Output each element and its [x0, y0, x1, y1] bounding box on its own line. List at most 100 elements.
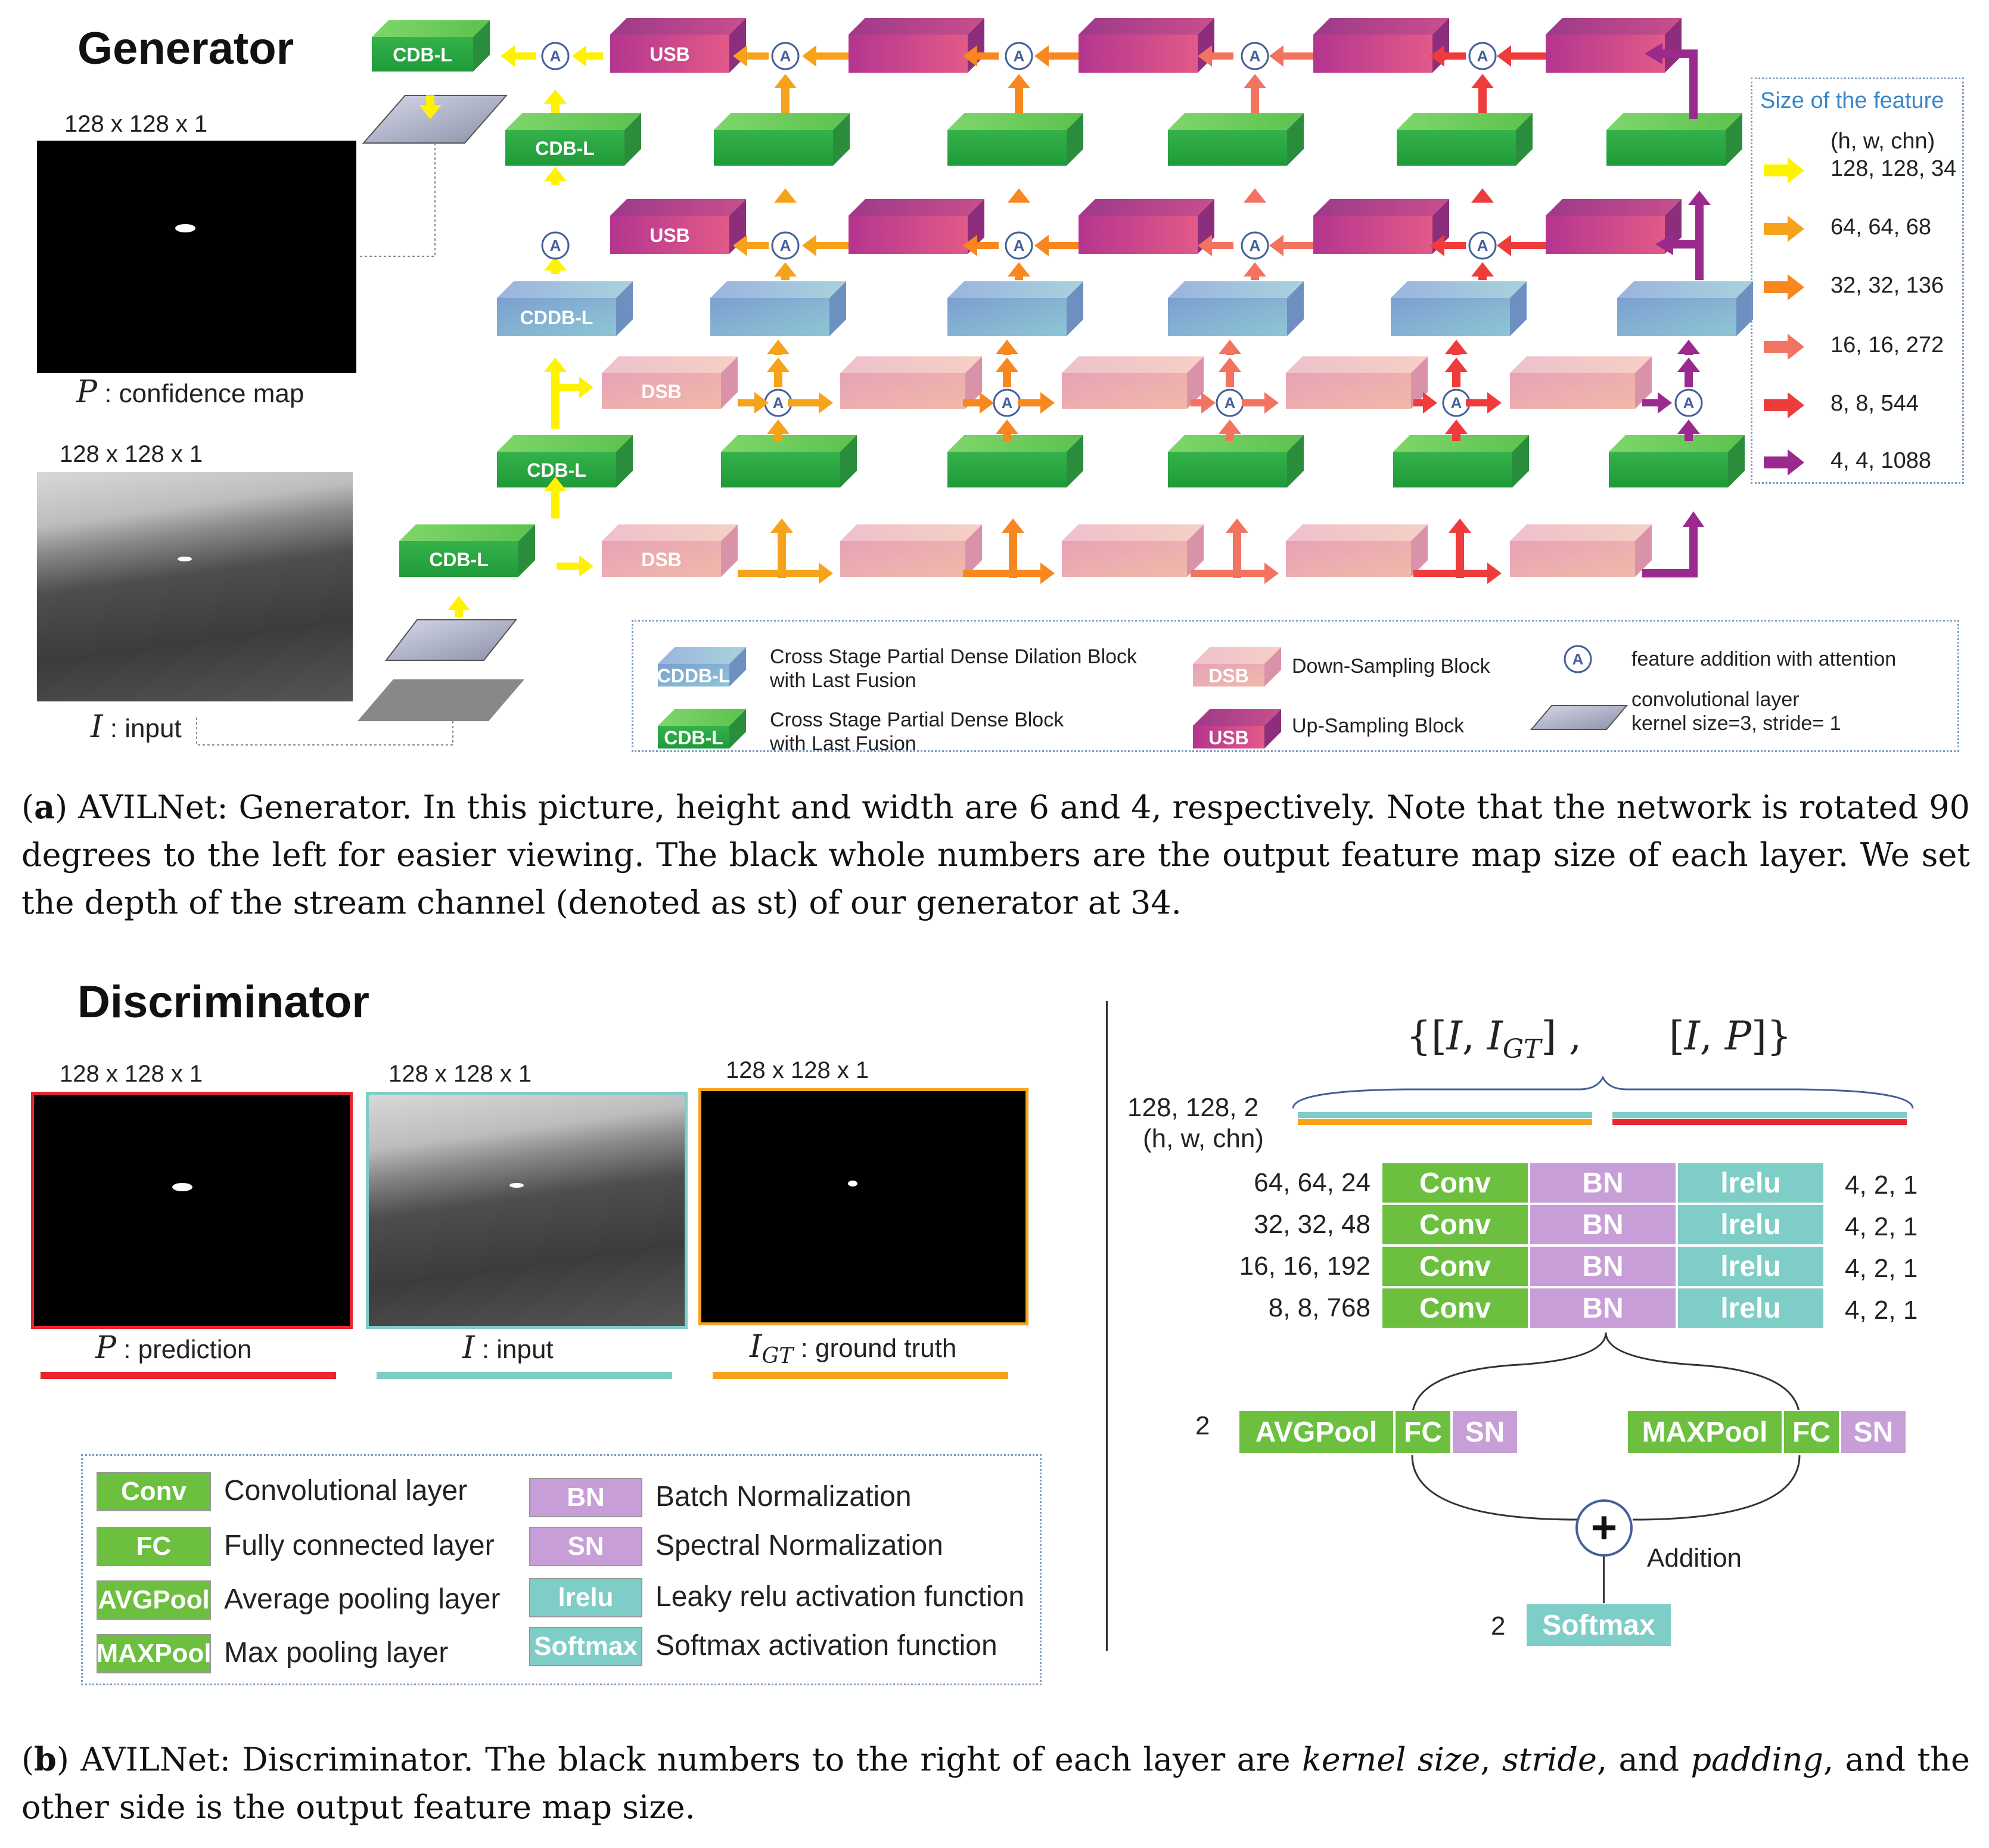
- horizontal-arrow-shaft: [816, 52, 849, 60]
- attention-node-icon: [1468, 231, 1497, 260]
- horizontal-arrow-head-icon: [963, 45, 977, 67]
- horizontal-arrow-shaft: [1283, 242, 1313, 249]
- attention-node-icon: [1005, 231, 1033, 260]
- legend-dsb-text: Down-Sampling Block: [1292, 655, 1490, 678]
- attention-node-label: A: [1250, 237, 1261, 254]
- vertical-arrow-head-icon: [1471, 262, 1494, 277]
- vertical-arrow-shaft: [551, 491, 560, 518]
- caption-b: (b) AVILNet: Discriminator. The black nu…: [21, 1740, 1970, 1826]
- legend-swatch: BN: [529, 1478, 642, 1517]
- layer-kernel-stride-padding: 4, 2, 1: [1845, 1254, 1918, 1283]
- caption-a: (a) AVILNet: Generator. In this picture,…: [21, 788, 1970, 921]
- vertical-arrow-head-icon: [770, 518, 793, 533]
- vertical-arrow-head-icon: [1445, 340, 1468, 354]
- vertical-arrow-head-icon: [419, 105, 442, 119]
- top-conv-plate-icon: [362, 95, 508, 144]
- vertical-arrow-head-icon: [1471, 188, 1494, 203]
- horizontal-arrow-shaft: [1642, 399, 1658, 406]
- cddb-block-top: [1168, 281, 1304, 298]
- horizontal-arrow-head-icon: [733, 45, 747, 67]
- purple-path-bottom: [1642, 524, 1698, 577]
- max-sn-layer: SN: [1840, 1410, 1907, 1454]
- purple-path-top: [1662, 49, 1698, 119]
- gen-dsb-top-top: [602, 356, 738, 373]
- horizontal-arrow-shaft: [1413, 570, 1487, 577]
- gen-row2-cdb-label: CDB-L: [535, 138, 595, 159]
- vertical-arrow-head-icon: [774, 188, 797, 203]
- cdb-block-row2-side: [1067, 113, 1083, 166]
- confidence-map-dims: 128 x 128 x 1: [64, 111, 208, 137]
- usb-block-mid-front: [1313, 216, 1432, 254]
- horizontal-arrow-shaft: [557, 384, 579, 391]
- prediction-dims: 128 x 128 x 1: [60, 1061, 203, 1087]
- dsb-block-bottom-side: [965, 524, 982, 577]
- gen-bottom-cdb-top: [399, 524, 535, 541]
- attention-node-icon: [1674, 389, 1703, 417]
- horizontal-arrow-head-icon: [1264, 392, 1279, 414]
- caption-b-tag: b: [34, 1740, 57, 1778]
- lrelu-layer: lrelu: [1677, 1162, 1825, 1204]
- bottom-input-plate-icon: [358, 679, 524, 721]
- horizontal-arrow-shaft: [1444, 52, 1466, 60]
- gen-input-image: [37, 472, 353, 701]
- softmax-connector: [1603, 1557, 1605, 1605]
- cdb-block-row2-front: [1397, 130, 1516, 166]
- attention-node-label: A: [1477, 237, 1488, 254]
- horizontal-arrow-shaft: [1444, 242, 1466, 249]
- legend-cddb-line2: with Last Fusion: [770, 669, 916, 692]
- cddb-block-side: [1510, 281, 1527, 336]
- attention-node-label: A: [773, 394, 784, 412]
- legend-cdb-icon-top: [658, 709, 746, 726]
- layer-kernel-stride-padding: 4, 2, 1: [1845, 1296, 1918, 1325]
- gen-dsb-bottom-front: [602, 541, 721, 577]
- vertical-arrow-head-icon: [447, 596, 470, 610]
- dsb-block-top-top: [840, 356, 982, 373]
- attention-node-label: A: [780, 47, 791, 65]
- vertical-arrow-shaft: [1695, 205, 1704, 274]
- cdb-block-row2-top: [1168, 113, 1304, 130]
- cddb-block-top: [1617, 281, 1753, 298]
- size-arrow-icon: [1764, 449, 1805, 476]
- vertical-arrow-head-icon: [767, 340, 790, 354]
- bottom-leader-line: [196, 715, 453, 746]
- size-arrow-icon: [1764, 392, 1805, 418]
- bottom-stem: [778, 560, 786, 578]
- conv-layer: Conv: [1381, 1246, 1529, 1287]
- horizontal-arrow-shaft: [977, 242, 999, 249]
- vertical-arrow-shaft: [1478, 88, 1487, 113]
- bottom-stem: [1009, 560, 1017, 578]
- cddb-block-front: [1617, 298, 1736, 336]
- attention-node-icon: [1241, 231, 1269, 260]
- vertical-arrow-head-icon: [1677, 420, 1700, 434]
- cdb-block-row2-side: [1726, 113, 1742, 166]
- legend-usb-icon-top: [1193, 709, 1281, 726]
- legend-dsb-icon-side: [1264, 647, 1281, 687]
- gen-top-cdb-top: [372, 20, 490, 37]
- layer-output-size: 16, 16, 192: [1239, 1251, 1370, 1281]
- cdb-block-row6-front: [947, 452, 1067, 487]
- usb-block-top-top: [849, 18, 984, 35]
- vertical-arrow-shaft: [1226, 372, 1234, 387]
- attention-node-label: A: [1014, 237, 1025, 254]
- horizontal-arrow-head-icon: [1040, 563, 1055, 584]
- horizontal-arrow-head-icon: [819, 563, 833, 584]
- discriminator-title: Discriminator: [77, 977, 369, 1027]
- caption-b-kernel: kernel size: [1302, 1741, 1481, 1778]
- legend-swatch: FC: [97, 1527, 211, 1566]
- vertical-arrow-head-icon: [1449, 518, 1471, 533]
- legend-conv-line2: kernel size=3, stride= 1: [1631, 712, 1841, 735]
- legend-description: Batch Normalization: [655, 1481, 912, 1512]
- pair2-bar-input: [1612, 1112, 1907, 1118]
- vertical-arrow-shaft: [1003, 434, 1011, 441]
- cdb-block-row2-front: [1606, 130, 1726, 166]
- vertical-arrow-head-icon: [774, 262, 797, 277]
- gen-input-label: I : input: [91, 709, 182, 745]
- lrelu-layer: lrelu: [1677, 1204, 1825, 1246]
- legend-swatch: AVGPool: [97, 1580, 211, 1620]
- horizontal-arrow-head-icon: [579, 377, 593, 398]
- confidence-map-text: : confidence map: [104, 379, 304, 408]
- horizontal-arrow-shaft: [1191, 399, 1201, 406]
- vertical-arrow-head-icon: [1445, 358, 1468, 372]
- horizontal-arrow-head-icon: [1487, 392, 1502, 414]
